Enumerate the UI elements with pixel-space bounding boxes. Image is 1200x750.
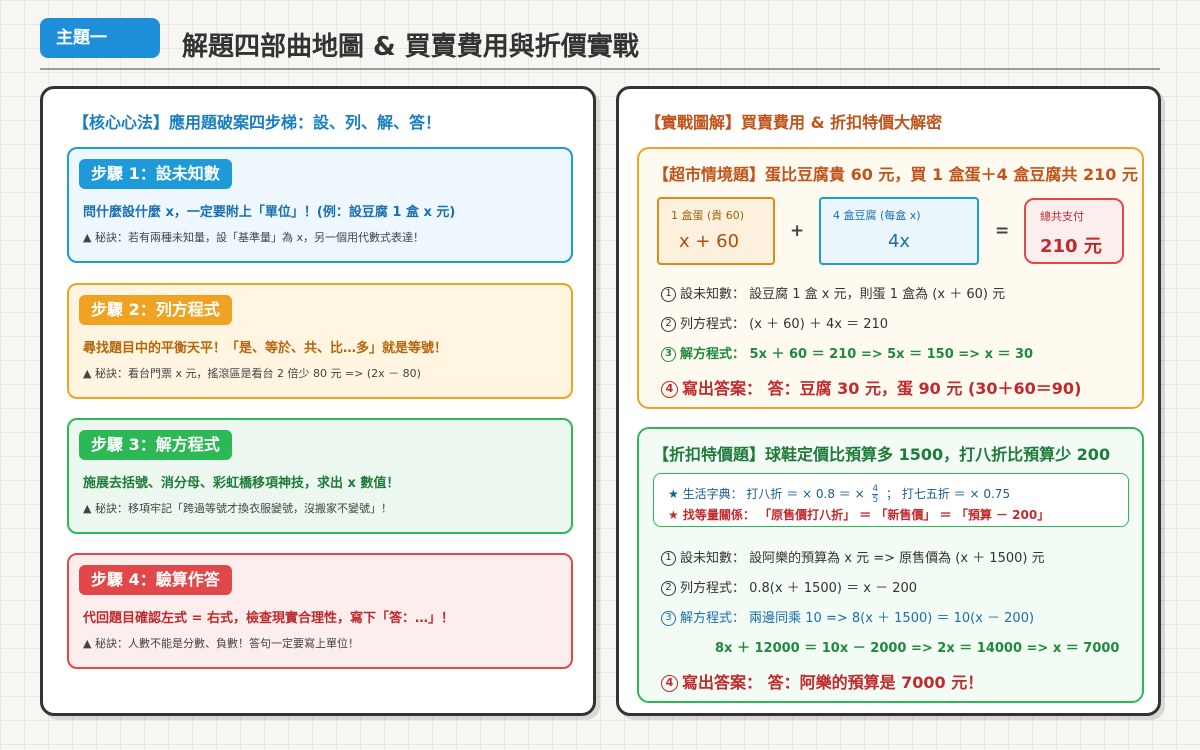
- step-number: 4: [661, 381, 678, 398]
- tip1-suffix: ； 打七五折 ＝ × 0.75: [886, 487, 1011, 501]
- market-step-2-text: 列方程式： (x ＋ 60) ＋ 4x ＝ 210: [680, 317, 889, 332]
- discount-step-3-continued: 8x ＋ 12000 ＝ 10x － 2000 => 2x ＝ 14000 =>…: [715, 641, 1120, 656]
- core-method-panel: 【核心心法】應用題破案四步梯：設、列、解、答！ 步驟 1：設未知數 問什麼設什麼…: [40, 86, 596, 716]
- step-1-main: 問什麼設什麼 x，一定要附上「單位」！(例：設豆腐 1 盒 x 元): [83, 205, 456, 220]
- step-1-card: 步驟 1：設未知數 問什麼設什麼 x，一定要附上「單位」！(例：設豆腐 1 盒 …: [67, 147, 573, 263]
- discount-answer-text: 寫出答案： 答：阿樂的預算是 7000 元！: [682, 673, 984, 692]
- fraction-numerator: 4: [872, 484, 879, 494]
- plus-sign: +: [790, 221, 805, 241]
- market-problem-card: 【超市情境題】蛋比豆腐貴 60 元，買 1 盒蛋＋4 盒豆腐共 210 元 1 …: [637, 147, 1144, 409]
- total-caption: 總共支付: [1040, 210, 1084, 223]
- core-method-heading: 【核心心法】應用題破案四步梯：設、列、解、答！: [73, 113, 442, 132]
- step-2-main: 尋找題目中的平衡天平！「是、等於、共、比…多」就是等號！: [83, 341, 448, 356]
- step-number: 2: [661, 317, 676, 332]
- four-fifths-fraction: 4 5: [872, 484, 879, 505]
- step-number: 2: [661, 581, 676, 596]
- market-step-1-text: 設未知數： 設豆腐 1 盒 x 元，則蛋 1 盒為 (x ＋ 60) 元: [680, 287, 1006, 302]
- equals-sign: =: [995, 221, 1010, 241]
- total-box: 總共支付 210 元: [1024, 198, 1124, 264]
- market-problem-title: 【超市情境題】蛋比豆腐貴 60 元，買 1 盒蛋＋4 盒豆腐共 210 元: [653, 165, 1138, 184]
- market-answer-text: 寫出答案： 答：豆腐 30 元，蛋 90 元 (30＋60＝90): [682, 379, 1082, 398]
- market-step-3: 3 解方程式： 5x ＋ 60 ＝ 210 => 5x ＝ 150 => x ＝ …: [661, 343, 1033, 362]
- discount-problem-title: 【折扣特價題】球鞋定價比預算多 1500，打八折比預算少 200: [653, 445, 1111, 464]
- discount-step-2: 2 列方程式： 0.8(x ＋ 1500) ＝ x － 200: [661, 577, 917, 596]
- step-4-tip: ▲ 秘訣：人數不能是分數、負數！答句一定要寫上單位！: [83, 637, 359, 650]
- title-divider: [40, 68, 1160, 70]
- step-number: 3: [661, 347, 676, 362]
- fraction-denominator: 5: [872, 494, 879, 505]
- discount-step-1-text: 設未知數： 設阿樂的預算為 x 元 => 原售價為 (x ＋ 1500) 元: [680, 551, 1045, 566]
- practice-heading: 【實戰圖解】買賣費用 & 折扣特價大解密: [645, 113, 943, 132]
- step-2-card: 步驟 2：列方程式 尋找題目中的平衡天平！「是、等於、共、比…多」就是等號！ ▲…: [67, 283, 573, 399]
- step-number: 1: [661, 287, 676, 302]
- step-2-tip: ▲ 秘訣：看台門票 x 元，搖滾區是看台 2 倍少 80 元 => (2x － …: [83, 367, 421, 380]
- market-step-1: 1 設未知數： 設豆腐 1 盒 x 元，則蛋 1 盒為 (x ＋ 60) 元: [661, 283, 1005, 302]
- total-value: 210 元: [1040, 236, 1102, 257]
- discount-tip-box: ★ 生活字典： 打八折 ＝ × 0.8 ＝ × 4 5 ； 打七五折 ＝ × 0…: [653, 473, 1129, 527]
- topic-tag: 主題一: [40, 18, 160, 58]
- tofu-box: 4 盒豆腐 (每盒 x) 4x: [819, 197, 979, 265]
- step-3-tip: ▲ 秘訣：移項牢記「跨過等號才換衣服變號，沒搬家不變號」！: [83, 502, 392, 515]
- step-3-main: 施展去括號、消分母、彩虹橋移項神技，求出 x 數值！: [83, 476, 400, 491]
- discount-step-3-text: 解方程式： 兩邊同乘 10 => 8(x ＋ 1500) ＝ 10(x － 20…: [680, 611, 1035, 626]
- market-step-2: 2 列方程式： (x ＋ 60) ＋ 4x ＝ 210: [661, 313, 888, 332]
- discount-step-3: 3 解方程式： 兩邊同乘 10 => 8(x ＋ 1500) ＝ 10(x － 2…: [661, 607, 1034, 626]
- step-4-main: 代回題目確認左式 = 右式，檢查現實合理性，寫下「答：…」！: [83, 611, 454, 626]
- egg-box: 1 盒蛋 (貴 60) x + 60: [657, 197, 775, 265]
- discount-step-2-text: 列方程式： 0.8(x ＋ 1500) ＝ x － 200: [680, 581, 918, 596]
- step-1-badge: 步驟 1：設未知數: [79, 159, 232, 189]
- tofu-caption: 4 盒豆腐 (每盒 x): [833, 209, 921, 222]
- tofu-value: 4x: [887, 231, 911, 252]
- equality-relation-tip: ★ 找等量關係： 「原售價打八折」 ＝ 「新售價」 ＝ 「預算 － 200」: [668, 508, 1050, 522]
- step-number: 4: [661, 675, 678, 692]
- step-3-card: 步驟 3：解方程式 施展去括號、消分母、彩虹橋移項神技，求出 x 數值！ ▲ 秘…: [67, 418, 573, 534]
- egg-value: x + 60: [679, 231, 740, 252]
- life-dictionary-tip: ★ 生活字典： 打八折 ＝ × 0.8 ＝ × 4 5 ； 打七五折 ＝ × 0…: [668, 484, 1010, 505]
- egg-caption: 1 盒蛋 (貴 60): [671, 209, 745, 222]
- step-number: 1: [661, 551, 676, 566]
- practice-panel: 【實戰圖解】買賣費用 & 折扣特價大解密 【超市情境題】蛋比豆腐貴 60 元，買…: [616, 86, 1161, 716]
- step-2-badge: 步驟 2：列方程式: [79, 295, 232, 325]
- tip1-prefix: ★ 生活字典： 打八折 ＝ × 0.8 ＝ ×: [668, 487, 865, 501]
- step-1-tip: ▲ 秘訣：若有兩種未知量，設「基準量」為 x，另一個用代數式表達！: [83, 231, 424, 244]
- market-step-3-text: 解方程式： 5x ＋ 60 ＝ 210 => 5x ＝ 150 => x ＝ 3…: [680, 347, 1034, 362]
- step-number: 3: [661, 611, 676, 626]
- step-4-card: 步驟 4：驗算作答 代回題目確認左式 = 右式，檢查現實合理性，寫下「答：…」！…: [67, 553, 573, 669]
- discount-problem-card: 【折扣特價題】球鞋定價比預算多 1500，打八折比預算少 200 ★ 生活字典：…: [637, 427, 1144, 703]
- step-3-badge: 步驟 3：解方程式: [79, 430, 232, 460]
- step-4-badge: 步驟 4：驗算作答: [79, 565, 232, 595]
- page-title: 解題四部曲地圖 & 買賣費用與折價實戰: [182, 32, 639, 62]
- discount-step-1: 1 設未知數： 設阿樂的預算為 x 元 => 原售價為 (x ＋ 1500) 元: [661, 547, 1045, 566]
